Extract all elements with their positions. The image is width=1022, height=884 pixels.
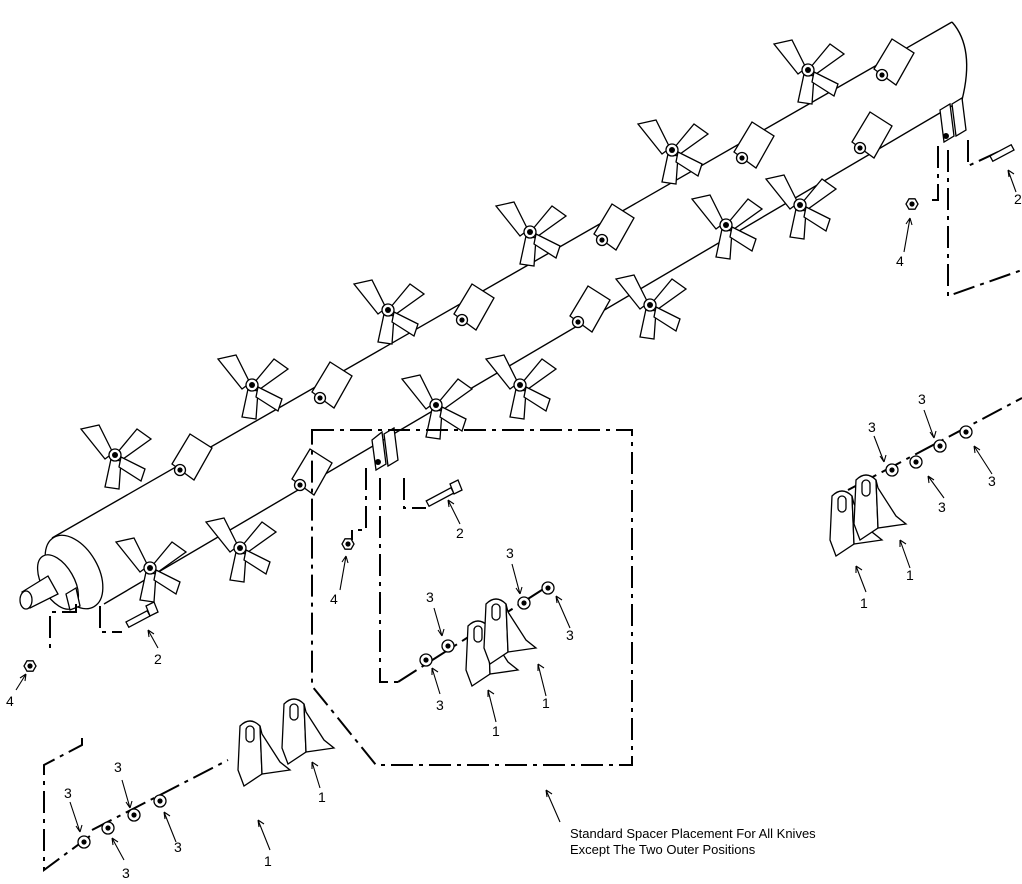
callout-labels: 4 2 3 3 3 3 1 1 4 2 3 3 3 3 1 1 4 2 3 3 … [6,191,1022,881]
callout-spacer-left-a: 3 [64,785,72,801]
callout-spacer-left-c: 3 [122,865,130,881]
spacer-placement-note: Standard Spacer Placement For All Knives… [570,826,816,857]
leader-arrows [15,169,1017,861]
callout-spacer-middle-a: 3 [426,589,434,605]
callout-knife-left-b: 1 [318,789,326,805]
callout-knife-right-a: 1 [860,595,868,611]
callout-spacer-middle-c: 3 [506,545,514,561]
middle-exploded-parts [341,479,555,687]
bolt-left [125,601,159,629]
rotor-tube [19,21,968,610]
mounting-lugs [65,96,967,611]
left-exploded-parts [23,601,335,849]
knife-right-2 [853,474,907,541]
callout-spacer-middle-d: 3 [566,627,574,643]
callout-nut-left: 4 [6,693,14,709]
callout-spacer-left-d: 3 [174,839,182,855]
bolt-right [989,143,1015,163]
washer-middle-3 [517,596,531,610]
washer-left-3 [127,808,141,822]
washer-right-3 [933,439,947,453]
callout-nut-right: 4 [896,253,904,269]
washer-middle-1 [419,653,433,667]
washer-left-4 [153,794,167,808]
callout-knife-right-b: 1 [906,567,914,583]
knife-middle-2 [483,598,537,665]
knife-left-2 [281,698,335,765]
callout-spacer-middle-b: 3 [436,697,444,713]
note-line-1: Standard Spacer Placement For All Knives [570,826,816,841]
callout-spacer-right-d: 3 [988,473,996,489]
nut-right [905,198,919,210]
nut-left [23,660,37,672]
washer-left-2 [101,821,115,835]
nut-middle [341,538,355,550]
rotor-knives-top [80,38,915,490]
callout-knife-middle-a: 1 [492,723,500,739]
callout-bolt-right: 2 [1014,191,1022,207]
callout-knife-left-a: 1 [264,853,272,869]
washer-middle-4 [541,581,555,595]
callout-bolt-left: 2 [154,651,162,667]
callout-knife-middle-b: 1 [542,695,550,711]
callout-spacer-right-b: 3 [918,391,926,407]
washer-right-4 [959,425,973,439]
callout-spacer-left-b: 3 [114,759,122,775]
callout-nut-middle: 4 [330,591,338,607]
bolt-middle [425,479,463,508]
note-line-2: Except The Two Outer Positions [570,842,756,857]
washer-right-2 [909,455,923,469]
washer-middle-2 [441,639,455,653]
right-exploded-parts [829,143,1015,557]
callout-spacer-right-a: 3 [868,419,876,435]
washer-left-1 [77,835,91,849]
washer-right-1 [885,463,899,477]
callout-bolt-middle: 2 [456,525,464,541]
callout-spacer-right-c: 3 [938,499,946,515]
